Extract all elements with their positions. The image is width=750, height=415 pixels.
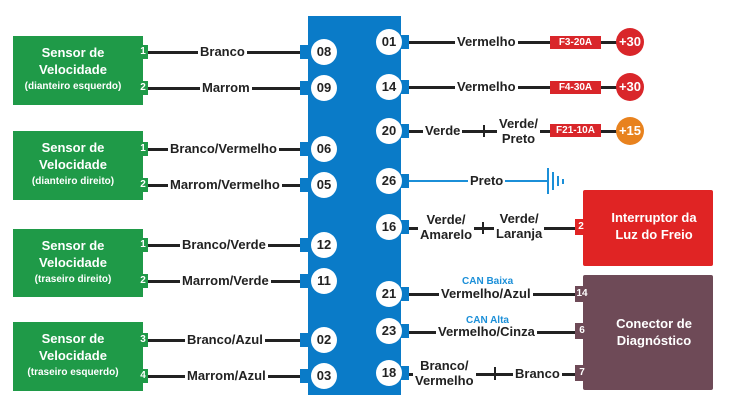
pin-tab <box>300 369 308 383</box>
ecu-pin: 05 <box>311 172 337 198</box>
ecu-pin-16: 16 <box>376 214 402 240</box>
pin-tab <box>401 220 409 234</box>
pin-tab <box>401 174 409 188</box>
wire-label: Vermelho <box>455 79 518 94</box>
wire-label: Preto <box>468 173 506 188</box>
splice-icon <box>483 125 485 137</box>
diag-pin-14: 14 <box>575 286 589 302</box>
sensor-pin: 1 <box>138 45 148 59</box>
pin-tab <box>300 142 308 156</box>
speed-sensor: Sensor de Velocidade (dianteiro esquerdo… <box>13 36 143 105</box>
ecu-pin: 08 <box>311 39 337 65</box>
sensor-title: Sensor de Velocidade <box>39 140 107 172</box>
sensor-position: (traseiro esquerdo) <box>27 367 119 378</box>
pin-tab <box>300 45 308 59</box>
ecu-pin-18: 18 <box>376 360 402 386</box>
pin-tab <box>300 178 308 192</box>
ground-icon <box>547 168 564 194</box>
pin-tab <box>300 274 308 288</box>
wire-label: Vermelho <box>455 34 518 49</box>
wire-label: Branco/Vermelho <box>413 358 476 388</box>
pin-tab <box>401 80 409 94</box>
fuse-f21: F21-10A <box>550 124 601 137</box>
sensor-position: (dianteiro direito) <box>31 176 115 187</box>
ecu-pin-26: 26 <box>376 168 402 194</box>
sensor-pin: 4 <box>138 369 148 383</box>
wire-label: Branco/Azul <box>185 332 265 347</box>
pin-tab <box>401 124 409 138</box>
sensor-pin: 1 <box>138 238 148 252</box>
ecu-pin: 12 <box>311 232 337 258</box>
ecu-pin: 11 <box>311 268 337 294</box>
wire-label: Marrom <box>200 80 252 95</box>
wire-label: Verde/Amarelo <box>418 212 475 242</box>
splice-icon <box>482 222 484 234</box>
wire-label: Verde <box>423 123 463 138</box>
sensor-position: (dianteiro esquerdo) <box>24 81 122 92</box>
sensor-pin: 2 <box>138 178 148 192</box>
pin-tab <box>401 35 409 49</box>
wire-label: Marrom/Azul <box>185 368 268 383</box>
sensor-title: Sensor de Velocidade <box>39 45 107 77</box>
wire-label: Marrom/Vermelho <box>168 177 282 192</box>
ecu-pin-23: 23 <box>376 318 402 344</box>
wire-label: Marrom/Verde <box>180 273 271 288</box>
sensor-position: (traseiro direito) <box>34 274 112 285</box>
brake-switch-pin: 2 <box>575 219 587 235</box>
wire-label: Branco <box>198 44 247 59</box>
sensor-title: Sensor de Velocidade <box>39 238 107 270</box>
wire-label: Branco/Vermelho <box>168 141 279 156</box>
sensor-pin: 1 <box>138 142 148 156</box>
diag-pin-6: 6 <box>575 323 589 339</box>
pin-tab <box>300 333 308 347</box>
speed-sensor: Sensor de Velocidade (traseiro esquerdo) <box>13 322 143 391</box>
pin-tab <box>300 81 308 95</box>
can-low-label: CAN Baixa <box>462 276 514 287</box>
wire-label: Vermelho/Azul <box>439 286 533 301</box>
ecu-pin-01: 01 <box>376 29 402 55</box>
fuse-f4: F4-30A <box>550 81 601 94</box>
ecu-pin-20: 20 <box>376 118 402 144</box>
wire-label: Verde/Preto <box>497 116 541 146</box>
ecu-pin: 02 <box>311 327 337 353</box>
sensor-title: Sensor de Velocidade <box>39 331 107 363</box>
fuse-f3: F3-20A <box>550 36 601 49</box>
pin-tab <box>401 324 409 338</box>
splice-icon <box>494 367 496 380</box>
pin-tab <box>300 238 308 252</box>
ecu-pin-14: 14 <box>376 74 402 100</box>
wire-label: Branco <box>513 366 562 381</box>
ecu-pin: 09 <box>311 75 337 101</box>
speed-sensor: Sensor de Velocidade (dianteiro direito) <box>13 131 143 200</box>
ecu-pin-21: 21 <box>376 281 402 307</box>
sensor-pin: 2 <box>138 81 148 95</box>
power-30: +30 <box>616 28 644 56</box>
wire-label: Branco/Verde <box>180 237 268 252</box>
ecu-pin: 03 <box>311 363 337 389</box>
diag-pin-7: 7 <box>575 365 589 381</box>
wire-label: Verde/Laranja <box>494 211 545 241</box>
wire-label: Vermelho/Cinza <box>436 324 537 339</box>
can-high-label: CAN Alta <box>466 315 509 326</box>
pin-tab <box>401 366 409 380</box>
sensor-pin: 2 <box>138 274 148 288</box>
ecu-pin: 06 <box>311 136 337 162</box>
sensor-pin: 3 <box>138 333 148 347</box>
power-30: +30 <box>616 73 644 101</box>
power-15: +15 <box>616 117 644 145</box>
pin-tab <box>401 287 409 301</box>
speed-sensor: Sensor de Velocidade (traseiro direito) <box>13 229 143 297</box>
